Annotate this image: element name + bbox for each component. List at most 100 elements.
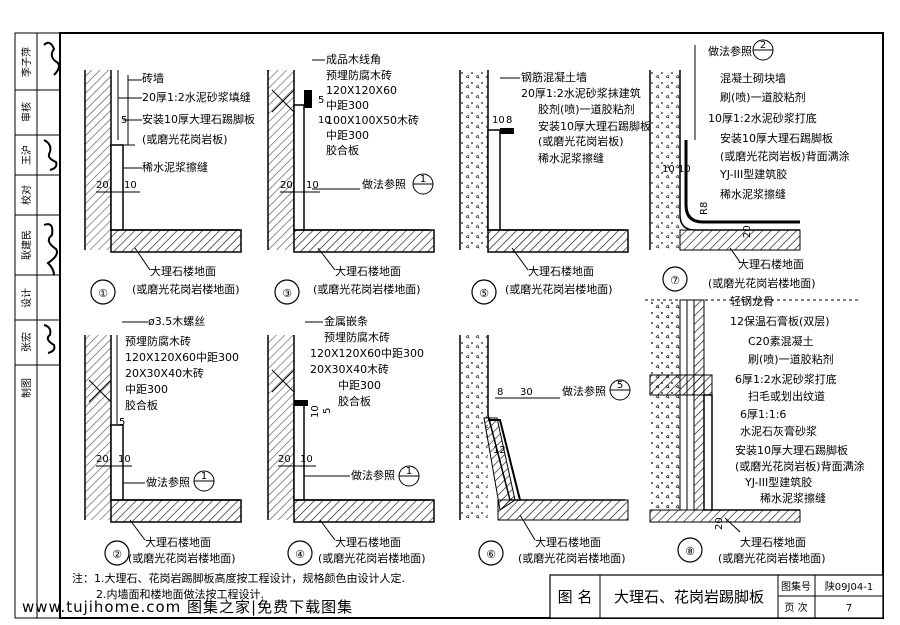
d7-dim-20: 20 <box>742 225 753 238</box>
detail-3: 5 10 20 10 成品木线角 预埋防腐木砖 120X120X60 中距300… <box>267 52 435 305</box>
d4-caption-2: (或磨光花岗岩楼地面) <box>318 551 426 565</box>
d6-ref-no: 5 <box>617 380 623 391</box>
d7-ref: 做法参照 <box>708 44 752 58</box>
d2-dim-10: 10 <box>118 454 131 465</box>
d7-label-1: 混凝土砌块墙 <box>720 71 786 85</box>
d2-dim-20: 20 <box>96 454 109 465</box>
detail-5: 10 8 钢筋混凝土墙 20厚1:2水泥砂浆抹建筑 胶剂(喷)一道胶粘剂 安装1… <box>459 70 651 305</box>
d7-label-5: (或磨光花岗岩板)背面满涂 <box>720 149 850 163</box>
d8-label-10: (或磨光花岗岩板)背面满涂 <box>735 459 865 473</box>
d8-caption-1: 大理石楼地面 <box>740 535 806 549</box>
d4-ref: 做法参照 <box>351 468 395 482</box>
d4-number: ④ <box>295 548 305 561</box>
d4-dim-5: 5 <box>322 408 333 414</box>
role-7: 张宏 <box>20 332 33 352</box>
d1-number: ① <box>98 287 108 300</box>
detail-4: 10 5 20 10 金属嵌条 预埋防腐木砖 120X120X60中距300 2… <box>267 314 435 566</box>
d7-label-7: 稀水泥浆擦缝 <box>720 187 786 201</box>
d8-label-11: YJ-III型建筑胶 <box>744 475 812 489</box>
d8-label-7: 6厚1:1:6 <box>740 408 786 421</box>
d6-caption-1: 大理石楼地面 <box>535 535 601 549</box>
notes: 注：1.大理石、花岗岩踢脚板高度按工程设计，规格颜色由设计人定. 2.内墙面和楼… <box>72 571 405 601</box>
d5-label-6: 稀水泥浆擦缝 <box>538 151 604 165</box>
detail-2: 5 20 10 ø3.5木螺丝 预埋防腐木砖 120X120X60中距300 2… <box>84 315 242 566</box>
d2-caption-2: (或磨光花岗岩楼地面) <box>128 551 236 565</box>
d2-label-4: 20X30X40木砖 <box>125 366 204 380</box>
d7-label-2: 刷(喷)一道胶粘剂 <box>720 90 806 104</box>
d8-label-8: 水泥石灰膏砂浆 <box>740 424 817 438</box>
d8-label-6: 扫毛或划出纹道 <box>748 389 825 403</box>
page-number: 7 <box>846 603 852 614</box>
d1-label-4: (或磨光花岗岩板) <box>142 132 228 146</box>
d7-dim-r8: R8 <box>699 202 710 215</box>
d7-ref-no: 2 <box>760 40 766 51</box>
d5-dim-8: 8 <box>506 115 512 126</box>
d3-dim-20: 20 <box>280 180 293 191</box>
d3-ref: 做法参照 <box>362 177 406 191</box>
d2-dim-5: 5 <box>119 417 125 428</box>
d8-number: ⑧ <box>685 545 695 558</box>
d6-ref: 做法参照 <box>562 384 606 398</box>
role-1: 李子萍 <box>20 47 33 77</box>
page-label: 页 次 <box>784 601 807 614</box>
inner-frame <box>59 32 884 619</box>
d7-number: ⑦ <box>670 274 680 287</box>
role-2: 审核 <box>20 102 33 122</box>
d5-caption-2: (或磨光花岗岩楼地面) <box>505 282 613 296</box>
d2-ref: 做法参照 <box>146 475 190 489</box>
d3-label-2: 预埋防腐木砖 <box>326 68 392 82</box>
d6-dim-30: 30 <box>520 387 533 398</box>
d2-caption-1: 大理石楼地面 <box>145 535 211 549</box>
d1-dim-10: 10 <box>124 180 137 191</box>
d3-label-3: 120X120X60 <box>326 84 397 97</box>
detail-1: 5 20 10 砖墙 20厚1:2水泥砂浆填缝 安装10厚大理石踢脚板 (或磨光… <box>84 70 255 305</box>
d8-label-9: 安装10厚大理石踢脚板 <box>735 443 848 457</box>
d8-label-3: C20素混凝土 <box>748 334 814 348</box>
d3-ref-no: 1 <box>420 174 426 185</box>
d6-caption-2: (或磨光花岗岩楼地面) <box>518 551 626 565</box>
d3-label-7: 胶合板 <box>326 143 359 157</box>
tu-ming-label: 图 名 <box>558 588 593 606</box>
d2-label-6: 胶合板 <box>125 398 158 412</box>
d1-label-2: 20厚1:2水泥砂浆填缝 <box>142 90 251 104</box>
d8-label-12: 稀水泥浆擦缝 <box>760 491 826 505</box>
d1-label-5: 稀水泥浆擦缝 <box>142 160 208 174</box>
d7-label-3: 10厚1:2水泥砂浆打底 <box>708 111 817 125</box>
d3-caption-1: 大理石楼地面 <box>335 264 401 278</box>
d3-caption-2: (或磨光花岗岩楼地面) <box>313 282 421 296</box>
detail-7: 做法参照 2 混凝土砌块墙 刷(喷)一道胶粘剂 10厚1:2水泥砂浆打底 安装1… <box>649 39 850 292</box>
d1-label-1: 砖墙 <box>142 71 164 85</box>
signature-scribble-3 <box>43 223 58 276</box>
d5-label-1: 钢筋混凝土墙 <box>521 70 587 84</box>
d3-label-4: 中距300 <box>326 99 369 112</box>
d4-dim-10: 10 <box>310 405 321 418</box>
role-4: 校对 <box>20 185 33 205</box>
d5-dim-10: 10 <box>492 115 505 126</box>
d4-label-4: 20X30X40木砖 <box>310 362 389 376</box>
d8-label-2: 12保温石膏板(双层) <box>730 314 830 328</box>
d3-dim-5: 5 <box>318 95 324 106</box>
d2-label-1: ø3.5木螺丝 <box>148 315 205 328</box>
d4-dim-20: 20 <box>278 454 291 465</box>
title-block: 图 名 大理石、花岗岩踢脚板 图集号 陕09J04-1 页 次 7 <box>549 574 884 619</box>
d2-label-5: 中距300 <box>125 383 168 396</box>
d6-number: ⑥ <box>486 548 496 561</box>
d1-dim-20: 20 <box>96 180 109 191</box>
d4-label-2: 预埋防腐木砖 <box>324 330 390 344</box>
signature-scribble-1 <box>43 41 60 76</box>
d7-label-6: YJ-III型建筑胶 <box>719 167 787 181</box>
role-5: 耿建民 <box>20 230 33 260</box>
d8-caption-2: (或磨光花岗岩楼地面) <box>718 551 826 565</box>
d7-dim-10a: 10 <box>662 164 675 175</box>
watermark: www.tujihome.com 图集之家|免费下载图集 <box>22 598 353 616</box>
d8-label-5: 6厚1:2水泥砂浆打底 <box>735 372 837 386</box>
d5-label-2: 20厚1:2水泥砂浆抹建筑 <box>521 86 641 100</box>
d4-ref-no: 1 <box>406 466 412 477</box>
d3-dim-10: 10 <box>318 115 331 126</box>
role-3: 王沪 <box>20 145 33 165</box>
d2-label-3: 120X120X60中距300 <box>125 351 239 364</box>
d8-dim-20: 20 <box>714 517 725 530</box>
d6-dim-8: 8 <box>497 387 503 398</box>
d2-number: ② <box>112 548 122 561</box>
d4-label-1: 金属嵌条 <box>324 314 368 328</box>
